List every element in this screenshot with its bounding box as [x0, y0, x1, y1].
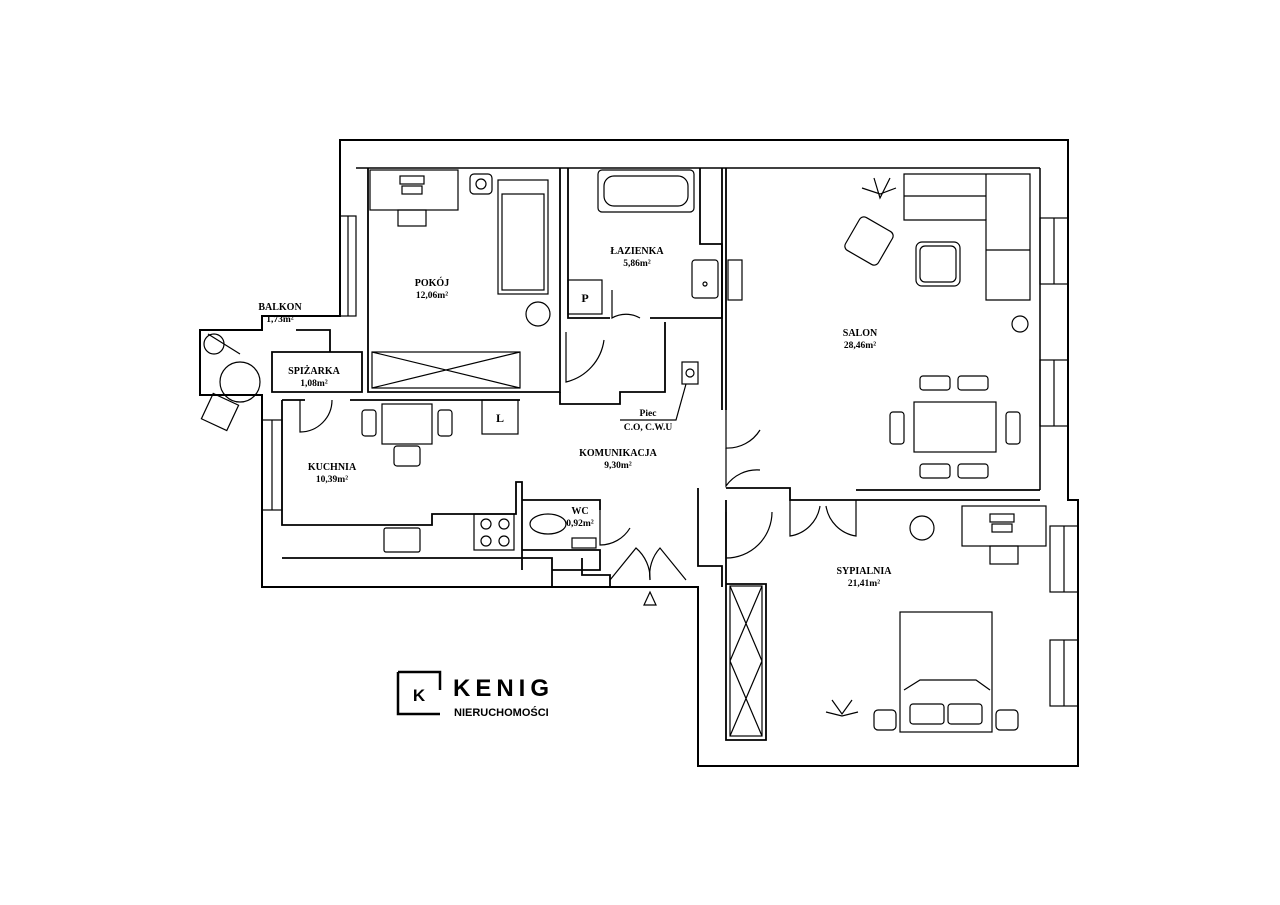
pokoj-furniture	[369, 169, 549, 435]
pralka-letter: P	[581, 291, 588, 305]
wc-area: 0,92m²	[566, 519, 594, 529]
pokoj-area: 12,06m²	[416, 291, 448, 301]
balkon-name: BALKON	[258, 302, 302, 313]
komunikacja-area: 9,30m²	[604, 461, 632, 471]
wc-name: WC	[571, 506, 588, 517]
logo-brand: KENIG	[453, 675, 554, 702]
sypialnia-name: SYPIALNIA	[836, 566, 892, 577]
sypialnia-furniture	[729, 505, 1047, 737]
logo-frame-bottom	[396, 672, 440, 716]
balkon-furniture	[200, 333, 261, 432]
salon-name: SALON	[843, 328, 878, 339]
lazienka-area: 5,86m²	[623, 259, 651, 269]
lodowka-letter: L	[496, 411, 504, 425]
windows	[261, 215, 1079, 707]
kuchnia-area: 10,39m²	[316, 475, 348, 485]
logo-frame-top	[398, 670, 442, 690]
doors	[299, 290, 857, 606]
sypialnia-area: 21,41m²	[848, 579, 880, 589]
salon-furniture	[727, 173, 1031, 479]
salon-area: 28,46m²	[844, 341, 876, 351]
piec-desc: C.O, C.W.U	[624, 423, 673, 433]
komunikacja-name: KOMUNIKACJA	[579, 448, 658, 459]
logo-letter: K	[413, 686, 426, 705]
interior-walls	[271, 168, 1040, 741]
spizarka-name: SPIŻARKA	[288, 365, 340, 377]
pokoj-name: POKÓJ	[415, 277, 449, 289]
kuchnia-name: KUCHNIA	[308, 462, 357, 473]
piec-title: Piec	[640, 409, 657, 419]
plant-icons	[203, 177, 935, 717]
kuchnia-furniture	[361, 403, 597, 553]
lazienka-fixtures	[567, 169, 719, 421]
logo-subtitle: NIERUCHOMOŚCI	[454, 706, 549, 719]
balkon-area: 1,73m²	[266, 315, 294, 325]
lazienka-name: ŁAZIENKA	[610, 246, 664, 257]
spizarka-area: 1,08m²	[300, 379, 328, 389]
kenig-logo: K KENIG NIERUCHOMOŚCI	[396, 670, 554, 719]
